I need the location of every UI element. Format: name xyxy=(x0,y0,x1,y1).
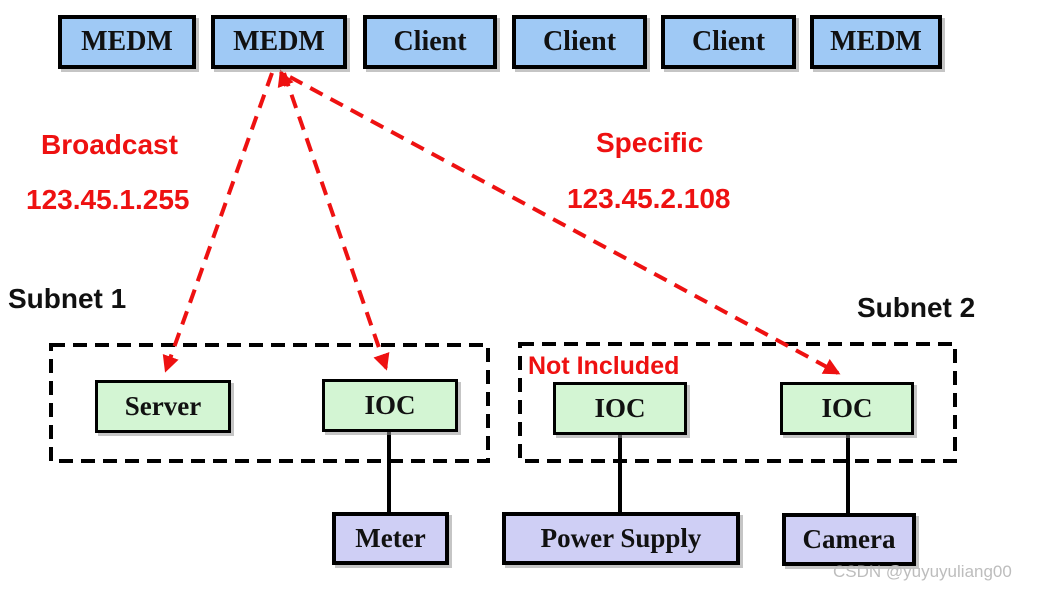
ioc-box-2: IOC xyxy=(553,382,687,435)
broadcast-title: Broadcast xyxy=(41,129,178,160)
not-included-label: Not Included xyxy=(528,352,680,380)
broadcast-arrow-to-server xyxy=(162,72,274,373)
client-box-1: Client xyxy=(363,15,497,69)
subnet2-title: Subnet 2 xyxy=(857,292,976,323)
subnet1-title: Subnet 1 xyxy=(8,283,127,314)
subnet1-boundary xyxy=(49,343,490,463)
medm-box-1: MEDM xyxy=(58,15,196,69)
specific-arrow-to-ioc xyxy=(289,75,841,375)
specific-address: 123.45.2.108 xyxy=(567,183,731,214)
ioc-box-3: IOC xyxy=(780,382,914,435)
broadcast-address: 123.45.1.255 xyxy=(26,184,190,215)
subnet2-boundary xyxy=(518,342,957,463)
meter-box: Meter xyxy=(332,512,449,565)
server-box: Server xyxy=(95,380,231,433)
csdn-watermark: CSDN @yuyuyuliang00 xyxy=(833,562,1012,581)
power-supply-box: Power Supply xyxy=(502,512,740,565)
specific-title: Specific xyxy=(596,127,704,158)
broadcast-arrow-to-ioc xyxy=(282,72,390,371)
medm-box-2: MEDM xyxy=(211,15,347,69)
reply-arrow-to-medm xyxy=(277,69,294,89)
camera-box: Camera xyxy=(782,513,916,566)
ioc-box-1: IOC xyxy=(322,379,458,432)
client-box-3: Client xyxy=(661,15,796,69)
client-box-2: Client xyxy=(512,15,647,69)
medm-box-3: MEDM xyxy=(810,15,942,69)
